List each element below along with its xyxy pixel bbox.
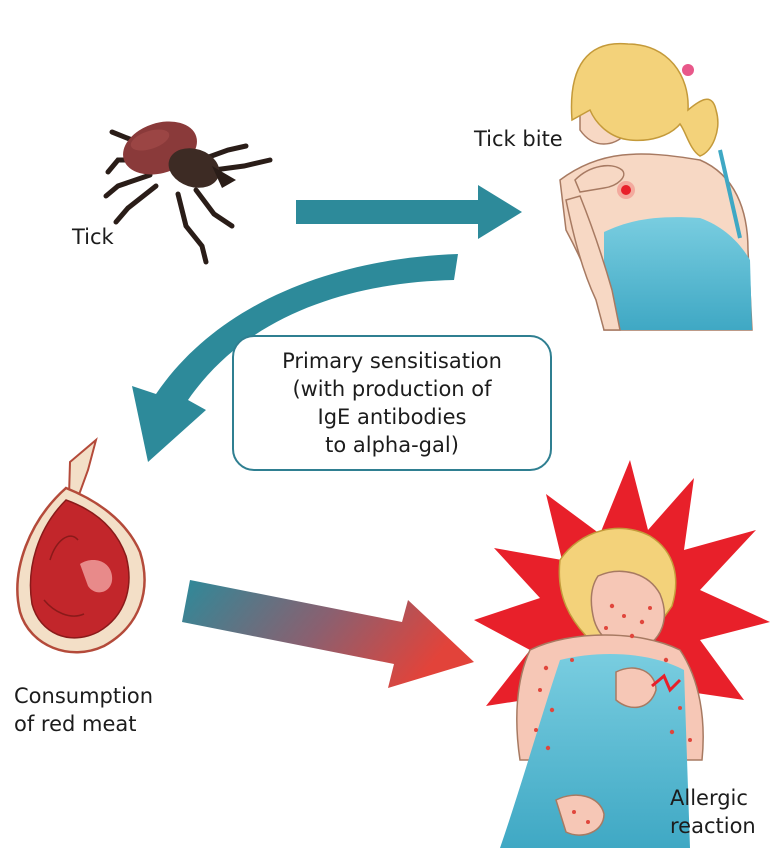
consumption-label: Consumption of red meat [14,682,153,738]
allergic-label-line: Allergic [670,784,756,812]
allergic-reaction-label: Allergic reaction [670,784,756,840]
red-meat-icon [17,440,144,652]
tick-icon [106,112,270,262]
arrow-meat-to-reaction [182,580,474,688]
tick-bite-girl-icon [560,44,752,330]
consumption-label-line: of red meat [14,710,153,738]
arrow-tick-to-bite [296,185,522,239]
callout-line: IgE antibodies [234,403,550,431]
consumption-label-line: Consumption [14,682,153,710]
callout-line: Primary sensitisation [234,347,550,375]
tick-label: Tick [72,224,114,251]
tick-bite-label: Tick bite [474,126,563,153]
primary-sensitisation-callout: Primary sensitisation (with production o… [232,335,552,471]
callout-line: (with production of [234,375,550,403]
allergic-label-line: reaction [670,812,756,840]
callout-line: to alpha-gal) [234,431,550,459]
